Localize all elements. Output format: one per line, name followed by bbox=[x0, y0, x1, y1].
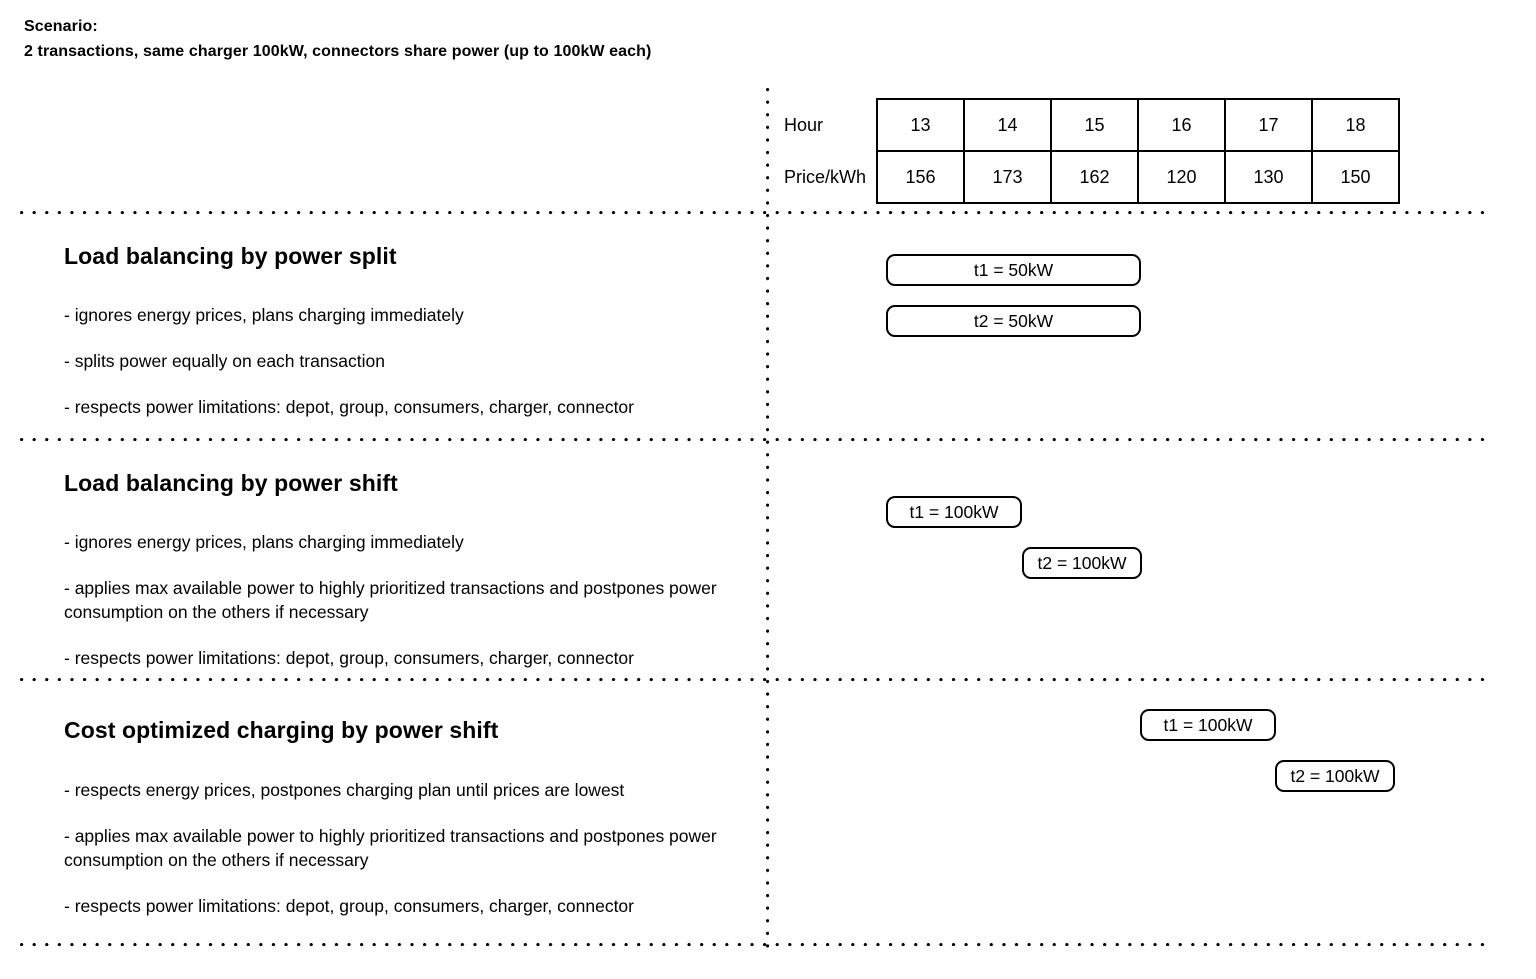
scenario-label: Scenario: bbox=[24, 18, 98, 35]
divider-top bbox=[20, 211, 1492, 215]
row-label-hour: Hour bbox=[784, 114, 824, 135]
transaction-box-t1: t1 = 50kW bbox=[886, 254, 1141, 286]
bullet-item: - applies max available power to highly … bbox=[64, 578, 717, 622]
bullet-item: - respects power limitations: depot, gro… bbox=[64, 648, 634, 668]
table-row-price: Price/kWh 156 173 162 120 130 150 bbox=[784, 150, 1401, 204]
divider-bottom bbox=[20, 943, 1492, 947]
bullet-item: - respects power limitations: depot, gro… bbox=[64, 397, 634, 417]
hour-cell: 16 bbox=[1137, 98, 1227, 152]
transaction-box-t2: t2 = 100kW bbox=[1275, 760, 1395, 792]
price-cell: 156 bbox=[876, 150, 966, 204]
transaction-box-t2: t2 = 100kW bbox=[1022, 547, 1142, 579]
hour-cell: 18 bbox=[1311, 98, 1401, 152]
section-bullets: - ignores energy prices, plans charging … bbox=[64, 530, 754, 670]
bullet-item: - respects energy prices, postpones char… bbox=[64, 780, 625, 800]
section-title: Load balancing by power shift bbox=[64, 470, 398, 496]
price-cell: 173 bbox=[963, 150, 1053, 204]
section-bullets: - respects energy prices, postpones char… bbox=[64, 778, 754, 918]
scenario-description: 2 transactions, same charger 100kW, conn… bbox=[24, 43, 652, 60]
table-row-hour: Hour 13 14 15 16 17 18 bbox=[784, 98, 1401, 152]
price-table: Hour 13 14 15 16 17 18 Price/kWh 156 173… bbox=[784, 98, 1401, 204]
bullet-item: - ignores energy prices, plans charging … bbox=[64, 305, 464, 325]
divider-section-1-2 bbox=[20, 438, 1492, 442]
hour-cell: 15 bbox=[1050, 98, 1140, 152]
price-cell: 120 bbox=[1137, 150, 1227, 204]
divider-vertical bbox=[766, 88, 770, 948]
bullet-item: - respects power limitations: depot, gro… bbox=[64, 896, 634, 916]
hour-cell: 14 bbox=[963, 98, 1053, 152]
bullet-item: - ignores energy prices, plans charging … bbox=[64, 532, 464, 552]
section-title: Load balancing by power split bbox=[64, 243, 397, 269]
price-cell: 130 bbox=[1224, 150, 1314, 204]
divider-section-2-3 bbox=[20, 678, 1492, 682]
transaction-box-t1: t1 = 100kW bbox=[886, 496, 1022, 528]
section-bullets: - ignores energy prices, plans charging … bbox=[64, 303, 754, 419]
price-cell: 150 bbox=[1311, 150, 1401, 204]
bullet-item: - splits power equally on each transacti… bbox=[64, 351, 386, 371]
row-label-price: Price/kWh bbox=[784, 166, 867, 187]
price-cell: 162 bbox=[1050, 150, 1140, 204]
hour-cell: 17 bbox=[1224, 98, 1314, 152]
transaction-box-t2: t2 = 50kW bbox=[886, 305, 1141, 337]
bullet-item: - applies max available power to highly … bbox=[64, 826, 717, 870]
hour-cell: 13 bbox=[876, 98, 966, 152]
scenario-header: Scenario: 2 transactions, same charger 1… bbox=[24, 14, 651, 64]
transaction-box-t1: t1 = 100kW bbox=[1140, 709, 1276, 741]
section-title: Cost optimized charging by power shift bbox=[64, 717, 499, 743]
